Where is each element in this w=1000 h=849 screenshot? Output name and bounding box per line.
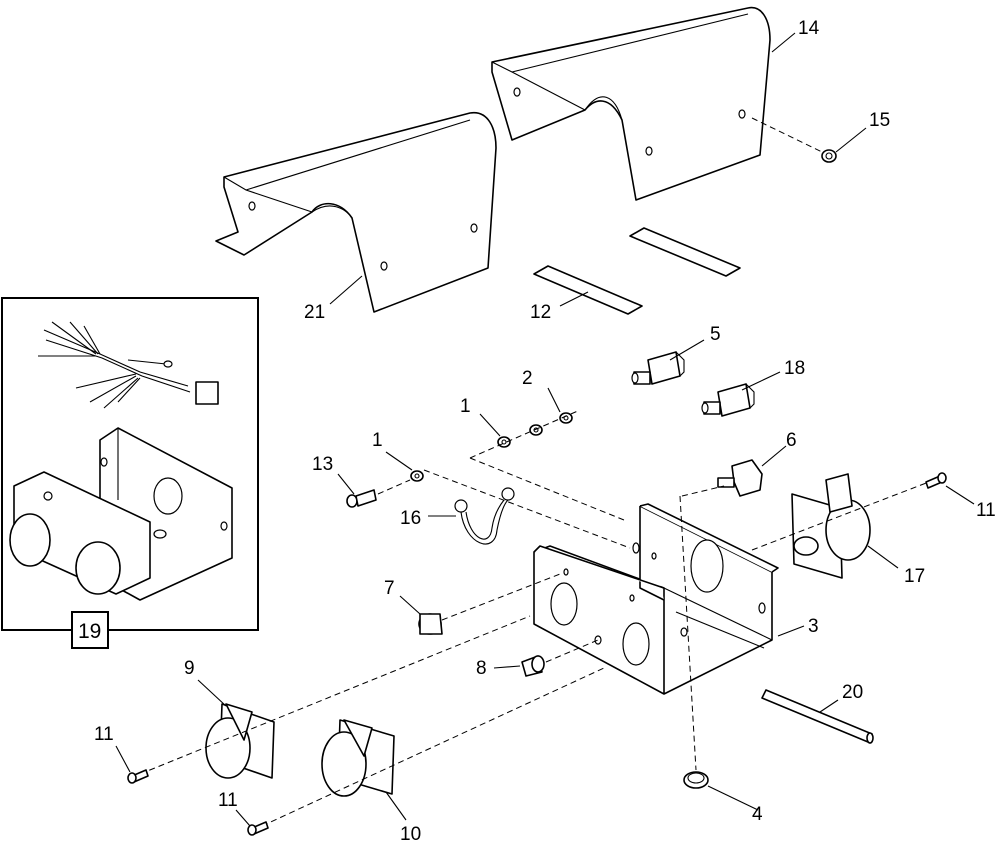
callout-9: 9	[184, 658, 195, 679]
part-12-strips	[533, 227, 741, 315]
part-10-receptacle	[261, 667, 605, 827]
part-2-nuts	[529, 412, 573, 436]
callout-4: 4	[752, 804, 763, 825]
callout-2: 2	[522, 368, 533, 389]
part-7-grommet	[418, 573, 561, 635]
callout-17: 17	[904, 566, 925, 587]
callout-3: 3	[808, 616, 819, 637]
callout-11-right: 11	[976, 500, 996, 521]
part-13-bolt	[346, 469, 631, 549]
callout-11-left: 11	[94, 724, 114, 745]
callout-21: 21	[304, 302, 325, 323]
callout-18: 18	[784, 358, 805, 379]
callouts: 14 15 21 12 5 18 1 2 1 13 16 6 11 17 7 3…	[71, 18, 996, 845]
callout-19: 19	[78, 620, 101, 643]
callout-15: 15	[869, 110, 890, 131]
part-5-breaker	[631, 351, 685, 385]
callout-16: 16	[400, 508, 421, 529]
part-17-receptacle	[681, 473, 935, 579]
part-15-nut	[751, 117, 837, 163]
callout-5: 5	[710, 324, 721, 345]
callout-20: 20	[842, 682, 863, 703]
part-19-inset	[1, 297, 259, 631]
part-6-switch	[717, 459, 763, 497]
callout-14: 14	[798, 18, 820, 39]
callout-8: 8	[476, 658, 487, 679]
part-18-breaker	[701, 383, 755, 417]
part-16-ground-wire	[454, 487, 515, 545]
part-8-bolt	[521, 639, 599, 677]
part-11-screw-bottom	[247, 821, 269, 836]
callout-6: 6	[786, 430, 797, 451]
callout-11-bottom: 11	[218, 790, 238, 811]
part-20-rod	[761, 689, 874, 744]
part-1-washer-lower	[410, 470, 424, 482]
callout-1-lower: 1	[372, 430, 383, 451]
part-11-screw-left	[127, 769, 149, 784]
callout-12: 12	[530, 302, 551, 323]
part-9-receptacle	[139, 615, 531, 779]
part-11-screw-right	[925, 472, 947, 489]
callout-7: 7	[384, 578, 395, 599]
part-4-plug	[679, 495, 709, 789]
callout-1-upper: 1	[460, 396, 471, 417]
callout-13: 13	[312, 454, 333, 475]
part-21-cover	[215, 112, 497, 313]
callout-10: 10	[400, 824, 421, 845]
part-14-cover	[491, 6, 771, 201]
part-3-bracket	[533, 503, 779, 695]
